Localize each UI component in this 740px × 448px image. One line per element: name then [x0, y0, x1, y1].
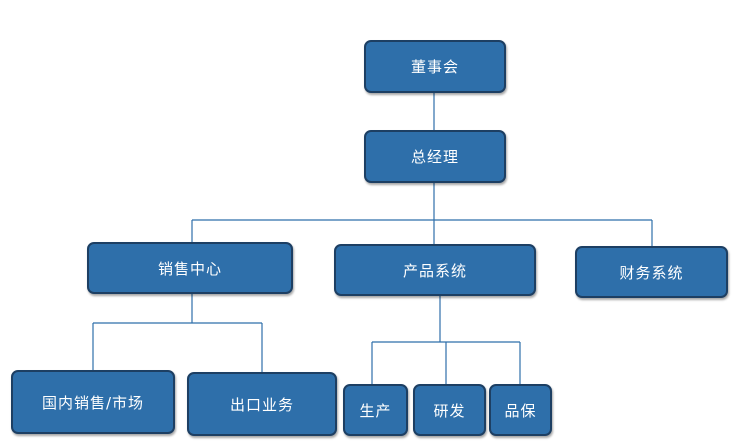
- node-product-system[interactable]: 产品系统: [334, 244, 536, 296]
- node-domestic-sales[interactable]: 国内销售/市场: [11, 370, 175, 434]
- node-production[interactable]: 生产: [343, 384, 408, 436]
- node-gm[interactable]: 总经理: [364, 130, 506, 183]
- node-sales-center[interactable]: 销售中心: [87, 242, 293, 294]
- node-finance-system[interactable]: 财务系统: [575, 246, 728, 298]
- node-quality[interactable]: 品保: [489, 384, 552, 436]
- node-board[interactable]: 董事会: [364, 40, 506, 93]
- node-export-business[interactable]: 出口业务: [187, 372, 337, 436]
- node-rnd[interactable]: 研发: [413, 384, 486, 436]
